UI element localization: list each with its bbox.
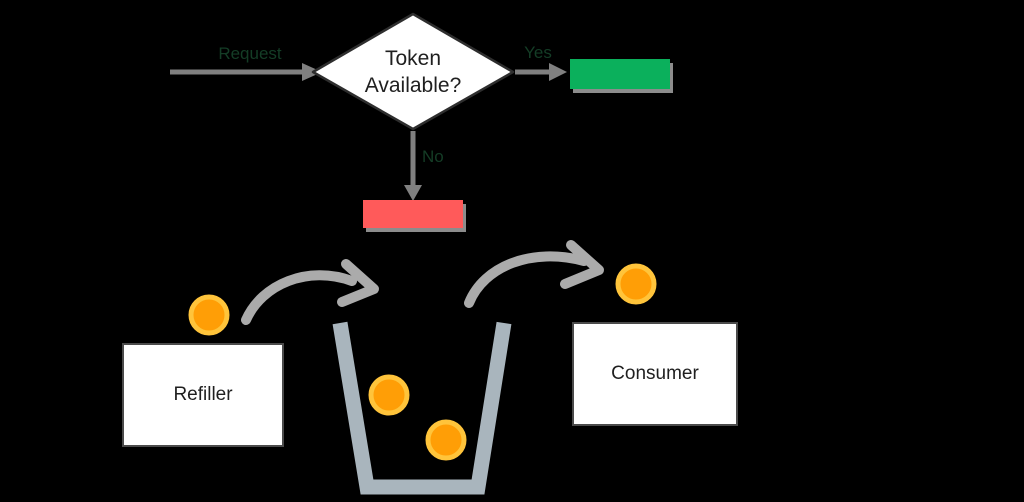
token-coin-icon	[188, 294, 230, 336]
consumer-label: Consumer	[611, 363, 699, 384]
yes-arrow	[515, 63, 567, 81]
accept-outcome-box	[570, 59, 670, 89]
decision-label-line1: Token	[384, 47, 442, 70]
curved-consume-arrow-icon	[464, 240, 604, 308]
token-coin-icon	[368, 374, 410, 416]
curved-refill-arrow-icon	[241, 259, 379, 325]
reject-outcome-box	[363, 200, 463, 228]
refiller-label: Refiller	[173, 384, 233, 405]
decision-diamond	[311, 12, 515, 131]
no-arrow	[404, 131, 422, 201]
yes-label: Yes	[524, 43, 552, 62]
token-coin-icon	[615, 263, 657, 305]
bucket-icon	[332, 321, 512, 495]
consumer-box: Consumer	[572, 322, 738, 426]
no-label: No	[422, 147, 444, 166]
request-arrow	[170, 63, 322, 81]
decision-label-line2: Available?	[364, 74, 462, 97]
decision-label: Token Available?	[313, 45, 513, 99]
token-coin-icon	[425, 419, 467, 461]
request-label: Request	[218, 44, 282, 63]
refiller-box: Refiller	[122, 343, 284, 447]
